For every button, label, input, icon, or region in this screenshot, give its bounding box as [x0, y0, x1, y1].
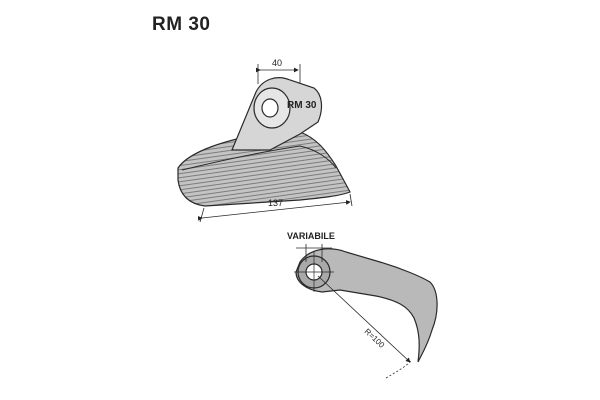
side-view: VARIABILE R=100: [287, 231, 438, 379]
radius-arc: [385, 359, 413, 379]
blade-profile: [295, 248, 438, 363]
blade-ridge: [181, 145, 337, 171]
width-dim-label: 40: [272, 58, 282, 68]
length-dim-ext-left: [199, 207, 205, 223]
hole-dim-label: VARIABILE: [287, 231, 335, 241]
length-dim-ext-right: [349, 193, 353, 207]
page-title: RM 30: [152, 14, 211, 35]
length-dim-label: 137: [268, 198, 283, 208]
part-label: RM 30: [287, 100, 317, 111]
length-dim-line: [197, 200, 351, 221]
radius-dim-line: [317, 275, 411, 363]
blade-body: [177, 131, 351, 207]
bolt-hole: [261, 98, 279, 118]
isometric-view: 40 RM 30 137: [177, 58, 353, 223]
radius-label: R=100: [363, 327, 387, 350]
